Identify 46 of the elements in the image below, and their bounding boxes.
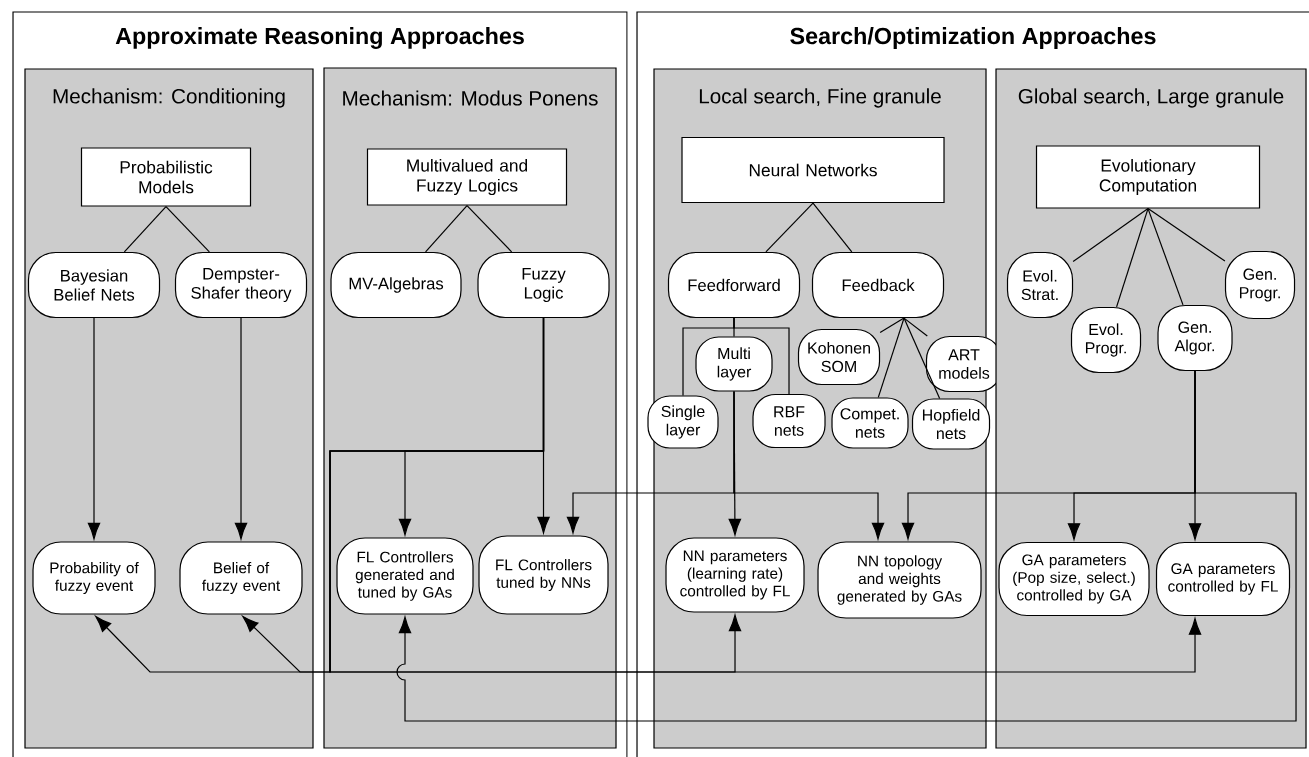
category-box: Evolutionary Computation [1035,145,1261,209]
method-box: MV-Algebras [330,251,462,319]
method-box: Evol. Progr. [1070,306,1142,374]
connector-line [877,317,905,398]
connector-line [765,202,814,253]
method-box: FL Controllers generated and tuned by GAs [336,537,474,615]
method-box: Probability of fuzzy event [32,541,156,615]
method-box: Compet. nets [831,397,909,449]
method-box: Dempster-Shafer theory [174,251,308,319]
connector-line [165,206,210,253]
connector-line [123,206,167,253]
category-box: Multivalued and Fuzzy Logics [366,148,568,206]
method-box: GA parameters controlled by FL [1155,541,1291,617]
connector-line [879,317,905,333]
method-box: Feedback [811,251,945,319]
category-box: Probabilistic Models [80,147,252,207]
arrow [234,317,248,540]
connector-line [1147,208,1184,306]
arrow [87,317,101,540]
method-box: Gen. Progr. [1224,250,1296,320]
connector-line [733,317,790,395]
connector-line [903,317,941,399]
arrow [733,391,885,540]
method-box: Hopfield nets [911,398,991,450]
method-box: GA parameters (Pop size, select.) controlled by GA [998,541,1150,617]
method-box: Multi layer [695,336,773,392]
arrow [329,317,1202,673]
method-box: Bayesian Belief Nets [27,251,161,319]
connector-line [903,317,928,337]
method-box: Gen. Algor. [1157,304,1233,372]
method-box: Single layer [647,395,719,449]
method-box: FL Controllers tuned by NNs [478,535,609,615]
connector-line [466,205,513,253]
method-box: Belief of fuzzy event [179,541,303,615]
method-box: NN topology and weights generated by GAs [817,541,982,619]
connector-line [812,202,853,253]
connector-line [1072,208,1149,263]
method-box: Feedforward [667,251,801,319]
connector-line [1116,208,1149,308]
category-box: Neural Networks [681,136,945,204]
connector-line [425,205,468,253]
method-box: NN parameters (learning rate) controlled by FL [665,537,805,613]
connector-line [1147,208,1226,262]
method-box: Fuzzy Logic [477,251,610,319]
arrow [396,370,1297,722]
method-box: Evol. Strat. [1006,251,1074,319]
